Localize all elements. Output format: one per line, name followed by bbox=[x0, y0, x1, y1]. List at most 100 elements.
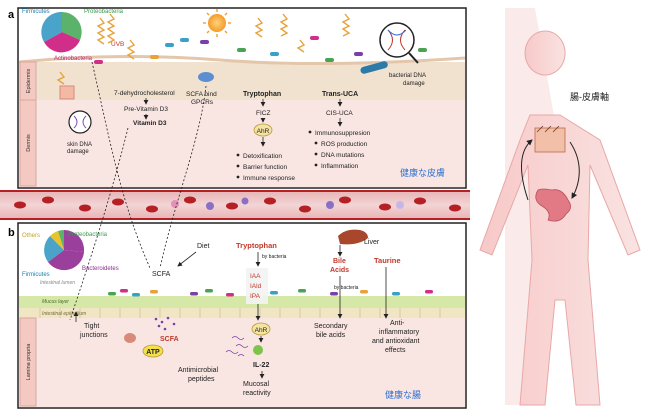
diet-label: Diet bbox=[197, 243, 210, 250]
healthy-skin-label: 健康な皮膚 bbox=[400, 167, 445, 178]
ahr-effect-item: Detoxification bbox=[243, 153, 282, 160]
panel-a: Epidermis Dermis a Firmicutes Proteobact… bbox=[8, 7, 467, 189]
panel-a-letter: a bbox=[8, 9, 15, 21]
bile-label-2: Acids bbox=[330, 267, 349, 274]
intestinal-lumen-label: Intestinal lumen bbox=[40, 280, 75, 286]
pie-b-bacteroidetes: Bacteroidetes bbox=[82, 266, 119, 272]
lamina-propria-label: Lamina propria bbox=[26, 343, 32, 381]
liver-icon bbox=[338, 229, 368, 245]
pie-a-firmicutes: Firmicutes bbox=[22, 9, 50, 15]
ficz-label: FICZ bbox=[256, 110, 270, 117]
lamina-propria-layer bbox=[19, 318, 465, 407]
atp-node bbox=[142, 344, 164, 358]
ahr-effect-item: Barrier function bbox=[243, 164, 287, 171]
pre-vitamin-d-label: Pre-Vitamin D3 bbox=[124, 106, 168, 113]
scfa-low-label: SCFA bbox=[160, 336, 179, 343]
mucus-layer-label: Mucus layer bbox=[42, 299, 69, 305]
bile-label-1: Bile bbox=[333, 258, 346, 265]
pie-b-firmicutes: Firmicutes bbox=[22, 272, 50, 278]
scfa-bind-label-2: GPCRs bbox=[191, 99, 214, 106]
anti-label-4: effects bbox=[385, 347, 406, 354]
uvb-rays bbox=[56, 13, 351, 85]
anti-label-2: inflammatory bbox=[379, 329, 420, 336]
panel-b-letter: b bbox=[8, 227, 15, 239]
intestine-icon bbox=[535, 188, 571, 222]
gut-microbiome-pie bbox=[44, 229, 85, 271]
trans-uca-label: Trans-UCA bbox=[322, 91, 358, 98]
uca-effect-item: ROS production bbox=[321, 141, 368, 148]
pie-b-others: Others bbox=[22, 233, 40, 239]
anti-label-3: and antioxidant bbox=[372, 338, 420, 345]
cis-uca-label: CIS-UCA bbox=[326, 110, 353, 117]
ahr-effects-list: Detoxification Barrier function Immune r… bbox=[236, 153, 295, 182]
uca-effect-item: DNA mutations bbox=[321, 152, 365, 159]
immune-cell-icon bbox=[253, 345, 263, 355]
mucosal-label-2: reactivity bbox=[243, 390, 271, 397]
dermis-layer bbox=[19, 100, 465, 187]
scfa-top-label: SCFA bbox=[152, 271, 171, 278]
taurine-label: Taurine bbox=[374, 256, 401, 265]
epidermis-label: Epidermis bbox=[26, 69, 32, 94]
tryptophan-a-label: Tryptophan bbox=[243, 91, 281, 98]
indole-box bbox=[246, 268, 268, 304]
skin-section-icon bbox=[534, 127, 566, 153]
skin-microbiome-pie bbox=[41, 11, 82, 53]
uca-effect-item: Immunosuppresion bbox=[315, 130, 371, 137]
skin-dna-label-2: damage bbox=[67, 149, 89, 155]
sun-icon bbox=[203, 9, 231, 37]
liver-label: Liver bbox=[364, 239, 380, 246]
pie-b-proteobacteria: Proteobacteria bbox=[68, 232, 108, 238]
anti-label-1: Anti- bbox=[390, 320, 405, 327]
ipa-label: IPA bbox=[250, 293, 261, 300]
ahr-b-label: AhR bbox=[255, 327, 268, 334]
ahr-effect-item: Immune response bbox=[243, 175, 295, 182]
bacterial-dna-label-2: damage bbox=[403, 81, 425, 87]
mitochondrion-icon bbox=[124, 333, 136, 343]
gpcr-receptor bbox=[198, 72, 214, 82]
tryptophan-b-label: Tryptophan bbox=[236, 241, 277, 250]
uca-effect-item: Inflammation bbox=[321, 163, 359, 170]
by-bacteria-2-label: by bacteria bbox=[334, 285, 359, 291]
ahr-a-node bbox=[253, 123, 273, 137]
bacterial-dna-label-1: bacterial DNA bbox=[389, 73, 426, 79]
dermis-label: Dermis bbox=[26, 134, 32, 152]
uca-effects-list: Immunosuppresion ROS production DNA muta… bbox=[308, 130, 371, 170]
atp-label: ATP bbox=[146, 349, 160, 356]
human-body-figure: 腸-皮膚軸 bbox=[479, 30, 641, 406]
pie-a-proteobacteria: Proteobacteria bbox=[84, 9, 124, 15]
scfa-bind-label-1: SCFA bind bbox=[186, 91, 217, 98]
mucus-layer bbox=[19, 296, 465, 308]
pie-a-actinobacteria: Actinobacteria bbox=[54, 56, 93, 62]
gut-skin-connectors bbox=[69, 61, 207, 321]
gut-skin-axis-label: 腸-皮膚軸 bbox=[570, 91, 609, 102]
by-bacteria-label: by bacteria bbox=[262, 254, 287, 260]
iald-label: IAld bbox=[250, 283, 262, 290]
secondary-bile-label-1: Secondary bbox=[314, 323, 348, 330]
amp-label-2: peptides bbox=[188, 376, 215, 383]
uvb-label: UVB bbox=[111, 41, 124, 48]
skin-dna-magnifier-icon bbox=[68, 110, 92, 134]
vitamin-d-label: Vitamin D3 bbox=[133, 120, 167, 127]
gut-lumen-bacteria bbox=[108, 289, 433, 297]
bacterial-dna-magnifier-icon bbox=[379, 22, 419, 64]
il22-label: IL-22 bbox=[253, 362, 269, 369]
ahr-b-node bbox=[251, 322, 271, 336]
healthy-gut-label: 健康な腸 bbox=[385, 389, 421, 400]
secondary-bile-label-2: bile acids bbox=[316, 332, 346, 339]
mucosal-label-1: Mucosal bbox=[243, 381, 270, 388]
panel-b: Lamina propria Mucus layer Intestinal ep… bbox=[8, 222, 467, 409]
dehydrocholesterol-label: 7-dehydrocholesterol bbox=[114, 90, 175, 97]
epidermis-layer bbox=[19, 62, 465, 100]
tight-junctions-label-1: Tight bbox=[84, 323, 99, 330]
antimicrobial-peptides-icon bbox=[225, 336, 249, 357]
blood-vessel bbox=[0, 190, 470, 220]
iaa-label: IAA bbox=[250, 273, 261, 280]
epithelium-label: Intestinal epithelium bbox=[42, 311, 86, 317]
epithelium-layer bbox=[19, 308, 465, 318]
amp-label-1: Antimicrobial bbox=[178, 367, 219, 374]
ahr-a-label: AhR bbox=[257, 128, 270, 135]
skin-surface-bacteria bbox=[94, 36, 427, 74]
tight-junctions-label-2: junctions bbox=[79, 332, 108, 339]
